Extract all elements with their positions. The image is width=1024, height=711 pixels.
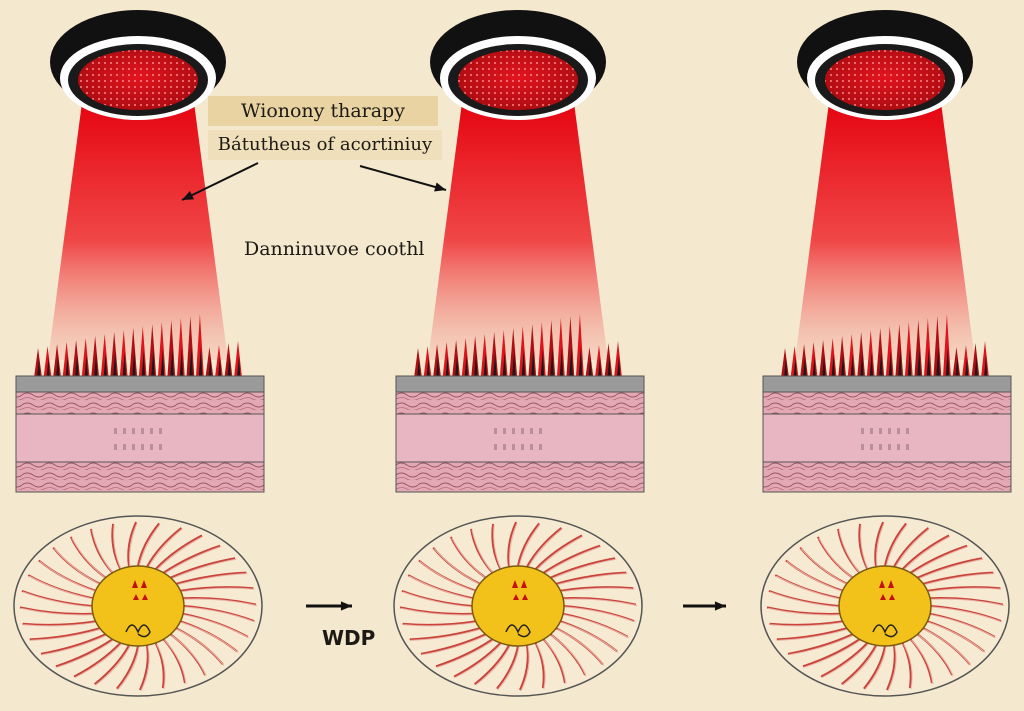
title-label: Wionony tharapy <box>208 96 438 126</box>
light-beam <box>795 95 975 360</box>
subtitle-label: Bátutheus of acortiniuy <box>208 130 442 160</box>
lamp-icon <box>797 10 973 120</box>
cell-icon <box>13 515 263 697</box>
lamp-icon <box>430 10 606 120</box>
therapy-unit-3 <box>760 10 1012 697</box>
skin-layers <box>762 375 1012 493</box>
light-beam <box>428 95 608 360</box>
middle-label: Danninuvoe coothl <box>244 238 425 260</box>
therapy-unit-1 <box>13 10 265 697</box>
arrow-icon <box>359 165 447 192</box>
spike-row <box>414 314 622 388</box>
skin-layers <box>395 375 645 493</box>
light-beam <box>48 95 228 360</box>
skin-layers <box>15 375 265 493</box>
arrow-icon <box>181 162 259 201</box>
arrow-icon <box>306 601 352 611</box>
lamp-icon <box>50 10 226 120</box>
arrow-icon <box>683 601 726 611</box>
arrow-caption: WDP <box>322 626 376 650</box>
therapy-unit-2 <box>393 10 645 697</box>
cell-icon <box>760 515 1010 697</box>
cell-icon <box>393 515 643 697</box>
